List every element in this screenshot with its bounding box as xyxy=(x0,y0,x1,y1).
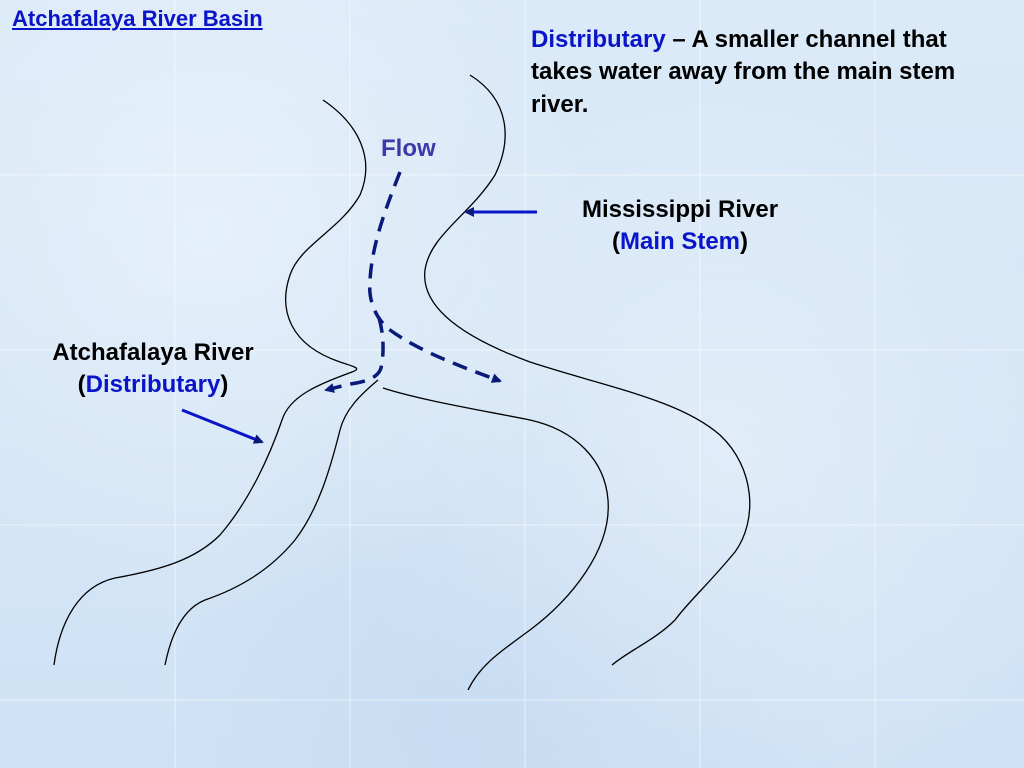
mississippi-role: Main Stem xyxy=(619,228,741,256)
atchafalaya-role: Distributary xyxy=(85,371,221,399)
definition-dash: – xyxy=(665,26,692,53)
atchafalaya-role-line: (Distributary) xyxy=(18,369,288,401)
mississippi-close-paren: ) xyxy=(740,228,749,256)
mississippi-right-bank xyxy=(424,74,751,666)
mississippi-left-bank xyxy=(53,99,367,666)
mississippi-river-label: Mississippi River (Main Stem) xyxy=(545,194,815,259)
flow-distributary-dashed xyxy=(324,317,385,393)
definition-term: Distributary xyxy=(531,26,666,53)
atchafalaya-pointer-arrow xyxy=(181,408,264,444)
page-title[interactable]: Atchafalaya River Basin xyxy=(12,6,263,31)
flow-main-dashed xyxy=(367,171,502,383)
atchafalaya-close-paren: ) xyxy=(220,371,229,399)
mississippi-name: Mississippi River xyxy=(581,196,779,223)
atchafalaya-name: Atchafalaya River xyxy=(52,339,254,366)
definition-text: A smaller channel that takes water away … xyxy=(531,26,956,118)
distributary-definition: Distributary – A smaller channel that ta… xyxy=(531,24,1001,121)
mississippi-open-paren: ( xyxy=(611,228,620,256)
atchafalaya-open-paren: ( xyxy=(77,371,86,399)
flow-label: Flow xyxy=(381,135,436,162)
mississippi-role-line: (Main Stem) xyxy=(545,226,815,258)
atchafalaya-inner-bank xyxy=(164,379,379,666)
mississippi-south-bank xyxy=(382,387,609,691)
atchafalaya-river-label: Atchafalaya River (Distributary) xyxy=(18,337,288,402)
